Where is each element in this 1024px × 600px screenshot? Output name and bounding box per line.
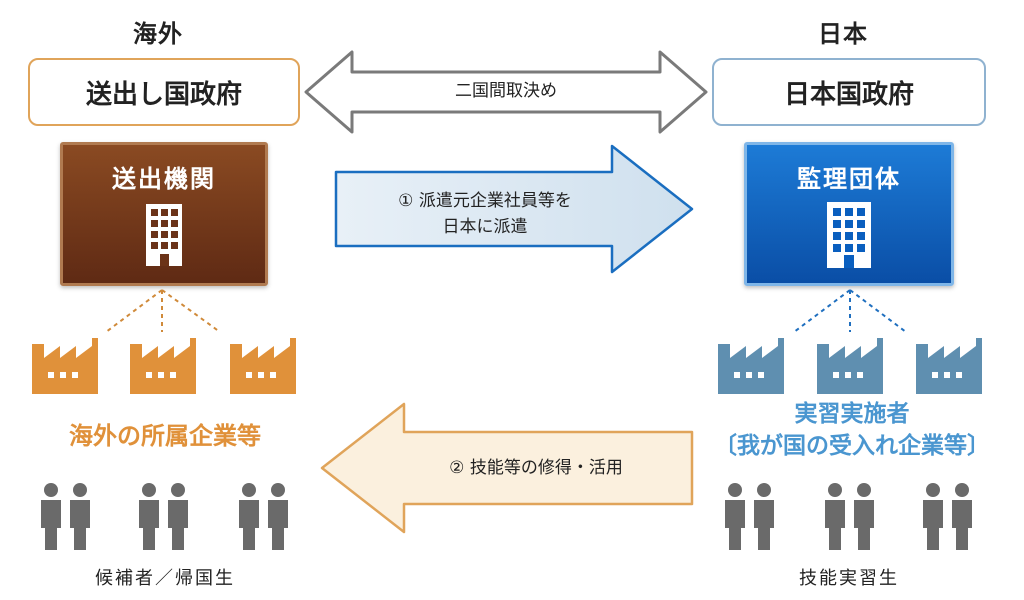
dispatch-label-line2: 日本に派遣 (442, 217, 528, 237)
person-icon (41, 483, 90, 550)
supervising-organization-box: 監理団体 (744, 142, 954, 286)
right-dotted-connectors (793, 289, 907, 333)
person-icon (725, 483, 774, 550)
left-dotted-connectors (105, 289, 221, 333)
factory-icon (817, 338, 883, 394)
sending-organization-box: 送出機関 (60, 142, 268, 286)
dispatch-label: ① 派遣元企業社員等を 日本に派遣 (350, 188, 620, 240)
office-building-icon (827, 202, 871, 268)
japan-government-box: 日本国政府 (712, 58, 986, 126)
candidates-returnees-label: 候補者／帰国生 (95, 568, 235, 589)
supervising-organization-label: 監理団体 (797, 165, 901, 193)
dispatch-arrow (334, 144, 694, 274)
bilateral-agreement-arrow (304, 50, 708, 134)
implementing-organization-label: 実習実施者 〔我が国の受入れ企業等〕 (700, 398, 1004, 462)
region-title-japan: 日本 (818, 20, 868, 48)
factory-icon (916, 338, 982, 394)
person-icon (139, 483, 188, 550)
office-building-icon (146, 204, 182, 266)
person-icon (239, 483, 288, 550)
sending-organization-label: 送出機関 (112, 165, 216, 193)
return-arrow (320, 402, 694, 534)
factory-icon (718, 338, 784, 394)
region-title-overseas: 海外 (133, 20, 183, 48)
factory-icon (130, 338, 196, 394)
person-icon (825, 483, 874, 550)
dispatch-label-line1: ① 派遣元企業社員等を (398, 191, 572, 211)
return-label: ② 技能等の修得・活用 (449, 458, 623, 478)
technical-intern-trainees-label: 技能実習生 (799, 568, 899, 589)
implementing-organization-line2: 〔我が国の受入れ企業等〕 (714, 433, 990, 459)
bilateral-agreement-label: 二国間取決め (455, 81, 557, 101)
japan-government-label: 日本国政府 (783, 79, 914, 110)
sending-country-government-box: 送出し国政府 (28, 58, 300, 126)
overseas-companies-label: 海外の所属企業等 (69, 422, 261, 450)
implementing-organization-line1: 実習実施者 (794, 401, 910, 427)
factory-icon (230, 338, 296, 394)
factory-icon (32, 338, 98, 394)
sending-country-government-label: 送出し国政府 (85, 79, 242, 110)
person-icon (923, 483, 972, 550)
